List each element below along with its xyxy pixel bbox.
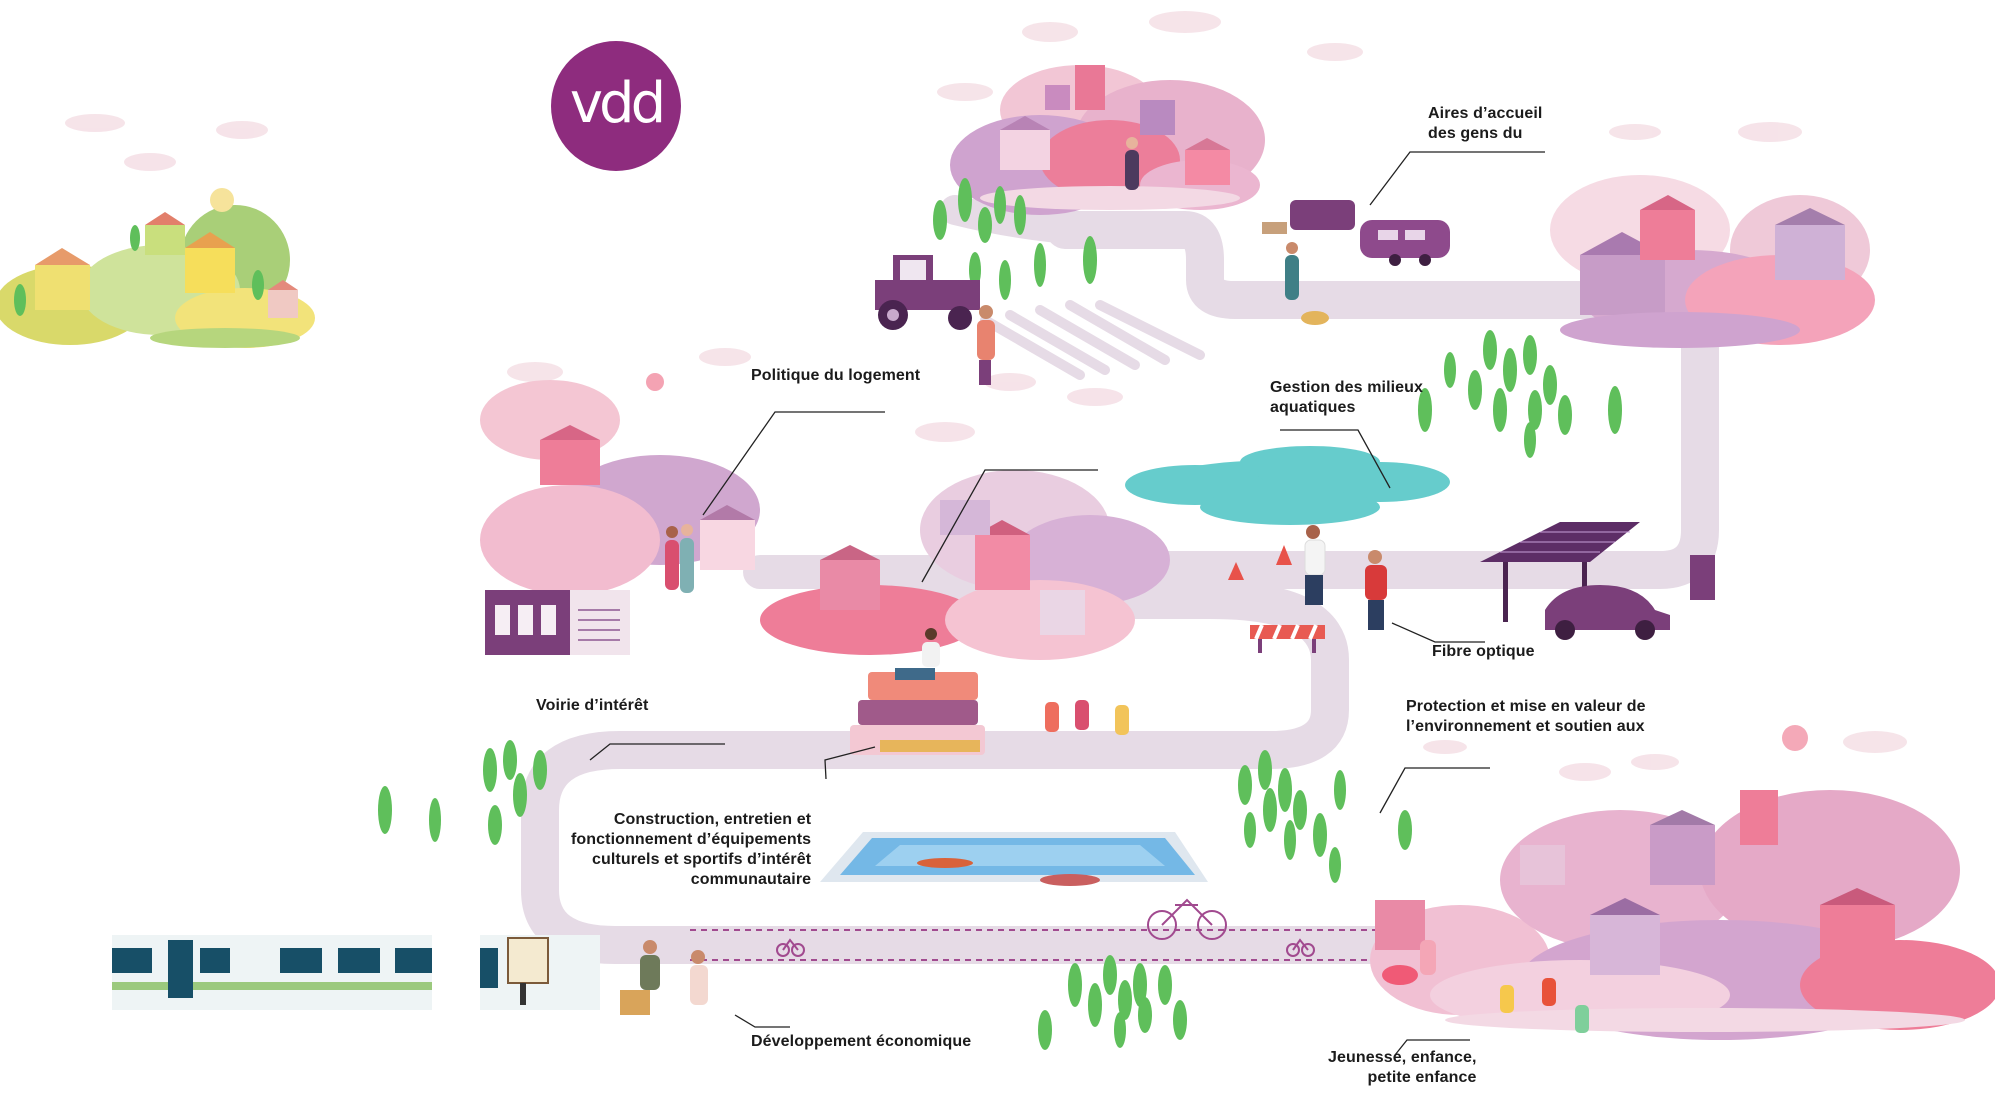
people-figures <box>620 137 1589 1033</box>
label-construction-equipements: Construction, entretien et fonctionnemen… <box>571 810 811 890</box>
label-voirie-line1: Voirie d’intérêt <box>536 697 649 714</box>
traffic-cone-icon <box>1228 545 1325 653</box>
yellow-village <box>0 205 315 348</box>
label-fibre-line1: Fibre optique <box>1432 643 1535 660</box>
leader-lines <box>589 151 1545 1056</box>
top-hill-village <box>950 65 1265 215</box>
label-construction-line1: Construction, entretien et <box>613 811 812 828</box>
label-jeunesse-line1: Jeunesse, enfance, <box>1328 1049 1477 1066</box>
train-icon <box>112 935 600 1010</box>
sun-icon-2 <box>1782 725 1808 751</box>
label-construction-line2: fonctionnement d’équipements <box>571 831 812 848</box>
bicycle-icon <box>776 898 1315 957</box>
label-aires-line2: des gens du <box>1428 125 1523 142</box>
label-aquatiques-line1: Gestion des milieux <box>1270 379 1424 396</box>
sun-icon <box>646 373 664 391</box>
sun-icon-3 <box>210 188 234 212</box>
tractor-icon <box>875 255 980 330</box>
sky-clouds <box>65 11 1907 781</box>
label-jeunesse-enfance: Jeunesse, enfance, petite enfance <box>1328 1048 1477 1088</box>
farm-field <box>980 300 1205 380</box>
label-jeunesse-line2: petite enfance <box>1367 1069 1477 1086</box>
label-aires-accueil: Aires d’accueil des gens du <box>1428 104 1542 144</box>
books-icon <box>850 672 985 755</box>
label-voirie-interet: Voirie d’intérêt <box>536 696 648 716</box>
caravan-icon <box>1262 200 1450 266</box>
cloud-icon <box>1125 446 1450 525</box>
label-politique-logement: Politique du logement <box>751 366 920 386</box>
label-developpement-line1: Développement économique <box>751 1033 972 1050</box>
label-construction-line4: communautaire <box>690 871 812 888</box>
swimming-pool-icon <box>820 832 1208 882</box>
electric-car-icon <box>1545 555 1715 640</box>
right-top-village <box>1550 175 1875 348</box>
label-aquatiques-line2: aquatiques <box>1270 399 1356 416</box>
label-protection-environnement: Protection et mise en valeur de l’enviro… <box>1406 697 1646 737</box>
vdd-logo[interactable]: vdd <box>551 41 681 171</box>
trees-icon <box>378 178 1622 1050</box>
bottom-right-village <box>1370 790 1995 1040</box>
logo-text: vdd <box>569 70 666 136</box>
label-logement-line1: Politique du logement <box>751 367 921 384</box>
label-gestion-milieux-aquatiques: Gestion des milieux aquatiques <box>1270 378 1423 418</box>
label-construction-line3: culturels et sportifs d’intérêt <box>592 851 812 868</box>
label-protection-line2: l’environnement et soutien aux <box>1406 718 1645 735</box>
label-developpement-economique: Développement économique <box>751 1032 971 1052</box>
center-mid-village <box>760 470 1170 660</box>
label-protection-line1: Protection et mise en valeur de <box>1406 698 1646 715</box>
left-mid-village <box>480 380 760 655</box>
label-fibre-optique: Fibre optique <box>1432 642 1535 662</box>
label-aires-line1: Aires d’accueil <box>1428 105 1543 122</box>
